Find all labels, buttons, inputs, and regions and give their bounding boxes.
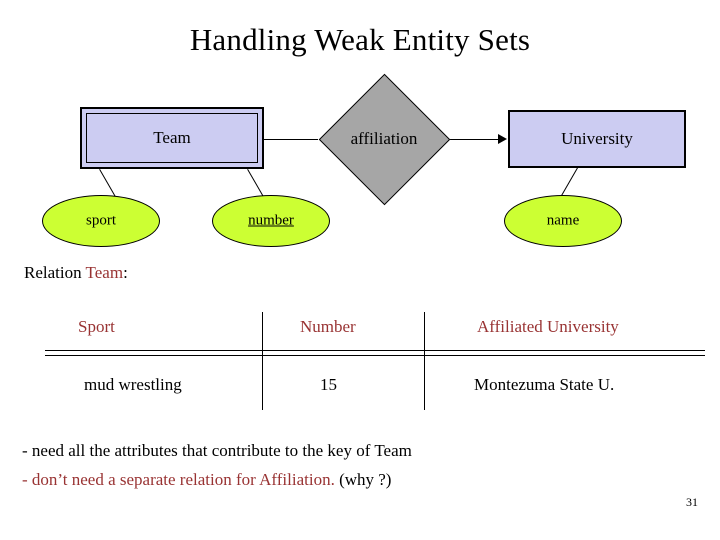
relation-caption: Relation Team: bbox=[24, 263, 128, 283]
weak-entity-label: Team bbox=[153, 128, 191, 147]
table-cell-sport: mud wrestling bbox=[84, 375, 182, 394]
attribute-name: name bbox=[504, 195, 622, 247]
table-rule-bottom bbox=[45, 355, 705, 356]
attribute-name-label: name bbox=[546, 212, 580, 229]
connector-university-to-name bbox=[561, 167, 578, 196]
connector-team-to-sport bbox=[99, 169, 116, 198]
attribute-sport: sport bbox=[42, 195, 160, 247]
relationship-label: affiliation bbox=[350, 129, 418, 148]
column-header-affiliated-university: Affiliated University bbox=[477, 317, 619, 336]
page-number: 31 bbox=[686, 495, 698, 509]
connector-team-to-number bbox=[247, 169, 264, 198]
note-line-2: - don’t need a separate relation for Aff… bbox=[22, 470, 391, 490]
relation-caption-prefix: Relation bbox=[24, 263, 86, 282]
column-header-number: Number bbox=[300, 317, 356, 336]
arrow-head-icon bbox=[498, 134, 507, 144]
entity-university-label: University bbox=[561, 129, 633, 148]
relationship-affiliation: affiliation bbox=[318, 73, 450, 205]
table-column-divider-1 bbox=[262, 312, 263, 410]
weak-entity-team: Team bbox=[80, 107, 264, 169]
page-title: Handling Weak Entity Sets bbox=[189, 22, 531, 57]
attribute-number-label: number bbox=[248, 212, 294, 229]
connector-affiliation-to-university bbox=[450, 139, 498, 140]
entity-university: University bbox=[508, 110, 686, 168]
table-column-divider-2 bbox=[424, 312, 425, 410]
column-header-sport: Sport bbox=[78, 317, 115, 336]
table-rule-top bbox=[45, 350, 705, 351]
table-cell-number: 15 bbox=[320, 375, 337, 394]
attribute-sport-label: sport bbox=[86, 212, 116, 229]
connector-team-to-affiliation bbox=[264, 139, 318, 140]
note-line-2-red: - don’t need a separate relation for Aff… bbox=[22, 470, 335, 489]
table-cell-university: Montezuma State U. bbox=[474, 375, 615, 394]
note-line-1: - need all the attributes that contribut… bbox=[22, 441, 412, 460]
weak-entity-inner-border bbox=[86, 113, 258, 163]
note-line-2-black: (why ?) bbox=[334, 470, 392, 489]
relation-caption-name: Team bbox=[85, 263, 124, 282]
relation-caption-suffix: : bbox=[123, 263, 128, 282]
attribute-number: number bbox=[212, 195, 330, 247]
